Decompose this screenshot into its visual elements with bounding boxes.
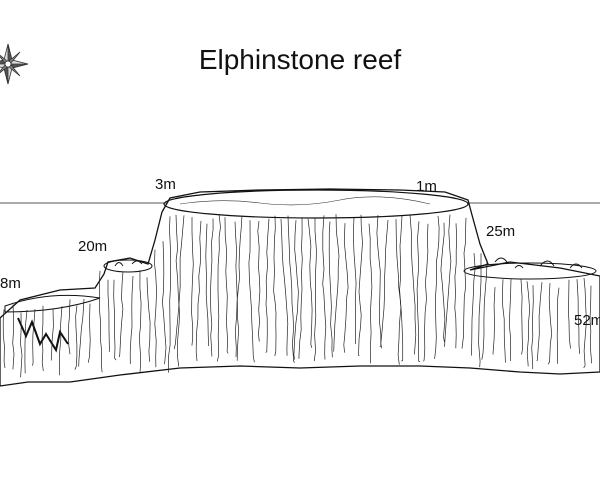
hatch-stroke [224, 217, 229, 354]
far-left-shelf-top [4, 294, 101, 313]
hatch-stroke [352, 217, 357, 345]
hatch-stroke [24, 309, 28, 374]
reef-plateau-top [163, 189, 469, 219]
hatch-stroke [20, 312, 23, 378]
hatch-stroke [216, 214, 221, 362]
hatch-stroke [154, 249, 157, 368]
depth-label-left-edge: 8m [0, 275, 21, 292]
hatch-stroke [138, 270, 142, 373]
hatch-stroke [118, 271, 124, 358]
hatch-stroke [307, 218, 313, 349]
depth-label-plateau-left: 3m [155, 176, 176, 193]
left-shelf-coral [114, 260, 143, 267]
hatch-stroke [526, 281, 531, 367]
hatch-stroke [50, 308, 54, 361]
hatch-stroke [298, 217, 303, 359]
hatch-stroke [12, 304, 15, 370]
hatch-stroke [2, 309, 6, 369]
hatch-stroke [313, 217, 317, 362]
hatch-stroke [568, 279, 571, 349]
hatch-stroke [416, 221, 421, 363]
hatch-stroke [273, 215, 277, 357]
hatch-stroke [358, 214, 363, 356]
hatch-stroke [98, 270, 103, 373]
hatch-stroke [78, 298, 85, 367]
hatch-stroke [74, 305, 78, 370]
left-shelf-top [103, 259, 153, 273]
hatch-stroke [41, 305, 44, 372]
depth-label-right-shelf: 25m [486, 223, 515, 240]
hatch-stroke [409, 214, 417, 355]
hatch-stroke [107, 279, 110, 352]
hatch-stroke [423, 223, 429, 362]
hatch-stroke [59, 306, 63, 376]
hatch-stroke [536, 282, 543, 362]
depth-label-plateau-right: 1m [416, 178, 437, 195]
hatch-stroke [440, 222, 446, 342]
hatch-stroke [547, 282, 553, 365]
hatch-stroke [343, 223, 349, 353]
hatch-stroke [461, 217, 467, 349]
cliff-hatching [2, 214, 593, 378]
right-shelf-top [463, 262, 597, 280]
hatch-stroke [380, 219, 389, 349]
depth-label-right-edge: 52m [574, 312, 600, 329]
hatch-stroke [248, 220, 255, 363]
hatch-stroke [520, 279, 523, 355]
hatch-stroke [173, 215, 185, 350]
hatch-stroke [210, 218, 214, 357]
hatch-stroke [368, 223, 373, 364]
map-title: Elphinstone reef [198, 44, 402, 75]
hatch-stroke [434, 215, 440, 360]
hatch-stroke [502, 279, 506, 363]
hatch-stroke [293, 220, 299, 360]
hatch-stroke [195, 220, 202, 362]
hatch-stroke [508, 279, 512, 362]
right-shelf-coral [494, 257, 583, 269]
hatch-stroke [478, 253, 482, 368]
dark-crevice [17, 317, 69, 353]
hatch-stroke [32, 309, 36, 366]
reef-outline [0, 188, 600, 387]
hatch-stroke [556, 287, 560, 364]
hatch-stroke [492, 287, 496, 355]
hatch-stroke [234, 215, 243, 358]
hatch-stroke [67, 299, 71, 355]
hatch-stroke [205, 223, 209, 347]
hatch-stroke [328, 221, 333, 358]
hatch-stroke [87, 303, 91, 363]
hatch-stroke [397, 215, 403, 365]
hatch-stroke [333, 214, 340, 352]
hatch-stroke [129, 275, 134, 365]
hatch-stroke [175, 214, 180, 367]
hatch-stroke [287, 215, 295, 363]
hatch-stroke [191, 217, 194, 346]
depth-label-left-shelf: 20m [78, 238, 107, 255]
hatch-stroke [257, 221, 261, 342]
hatch-stroke [471, 253, 476, 356]
hatch-stroke [146, 277, 151, 362]
hatch-stroke [265, 218, 270, 353]
hatch-stroke [376, 215, 382, 348]
hatch-stroke [168, 216, 171, 373]
hatch-stroke [234, 221, 239, 361]
hatch-stroke [444, 214, 452, 347]
hatch-stroke [454, 223, 458, 349]
hatch-stroke [113, 279, 117, 361]
hatch-stroke [322, 215, 327, 360]
hatch-stroke [280, 219, 289, 356]
hatch-stroke [589, 285, 593, 364]
hatch-stroke [583, 277, 587, 369]
hatch-stroke [531, 285, 534, 369]
plateau-surface-texture [179, 196, 431, 206]
hatch-stroke [162, 241, 167, 365]
compass-rose-icon [0, 43, 29, 85]
hatch-stroke [481, 259, 488, 360]
hatch-stroke [576, 279, 581, 354]
